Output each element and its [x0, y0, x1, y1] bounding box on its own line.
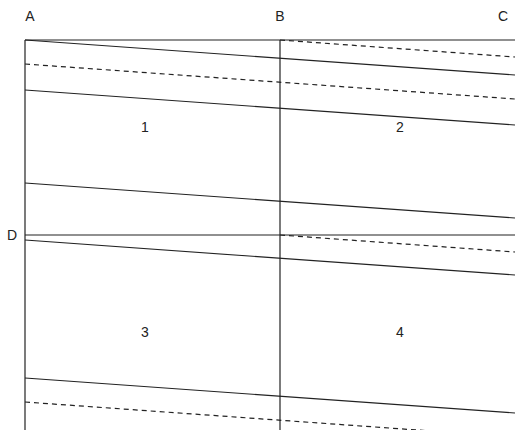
frame-line [25, 39, 515, 40]
sloped-line [25, 90, 515, 125]
point-label: C [496, 8, 510, 24]
sloped-line [25, 240, 515, 275]
dashed-line [280, 235, 515, 252]
frame-line [25, 234, 515, 235]
dashed-line [25, 64, 515, 99]
dashed-line [280, 40, 515, 57]
region-number: 1 [139, 119, 151, 135]
region-number: 3 [139, 324, 151, 340]
point-label: A [23, 8, 36, 24]
point-label: D [5, 227, 19, 243]
sloped-line [25, 183, 515, 218]
region-number: 2 [394, 119, 406, 135]
region-number: 4 [394, 324, 406, 340]
dashed-line [25, 402, 515, 430]
point-label: B [273, 8, 286, 24]
